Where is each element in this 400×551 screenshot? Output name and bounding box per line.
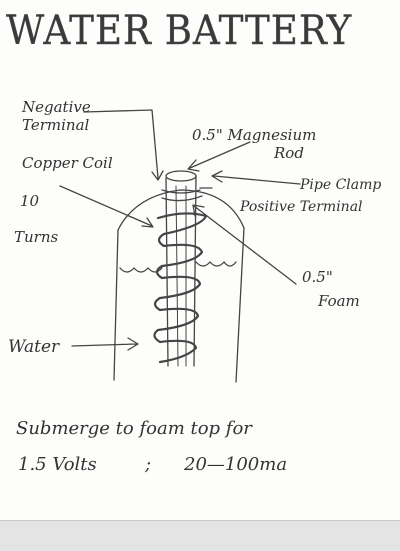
scan-margin — [0, 520, 400, 551]
turns-count-label: 10 — [20, 192, 39, 210]
voltage-text: 1.5 Volts — [18, 454, 97, 475]
positive-terminal-label: Positive Terminal — [240, 198, 363, 216]
container-left-wall — [114, 230, 118, 380]
water-arrow — [72, 338, 138, 350]
turns-word-label: Turns — [14, 228, 58, 246]
copper-coil-arrow — [60, 186, 153, 227]
pipe-clamp-arrow — [212, 171, 300, 184]
container-right-wall — [236, 228, 244, 382]
current-text: 20—100ma — [184, 454, 287, 475]
magnesium-rod — [166, 176, 196, 366]
water-label: Water — [8, 338, 59, 356]
separator-text: ; — [145, 454, 151, 475]
negative-terminal-label: Negative Terminal — [22, 98, 91, 134]
copper-coil-label: Copper Coil — [22, 154, 113, 172]
battery-drawing — [0, 0, 400, 520]
foam-label: 0.5" Foam — [302, 268, 360, 310]
instruction-line: Submerge to foam top for — [16, 418, 252, 439]
rod-top — [166, 171, 196, 181]
copper-coil — [154, 213, 206, 362]
magnesium-rod-label: 0.5" Magnesium Rod — [192, 126, 316, 162]
container-top-arc — [118, 190, 244, 230]
foam-arrow — [193, 205, 296, 284]
pipe-clamp-label: Pipe Clamp — [300, 176, 381, 194]
